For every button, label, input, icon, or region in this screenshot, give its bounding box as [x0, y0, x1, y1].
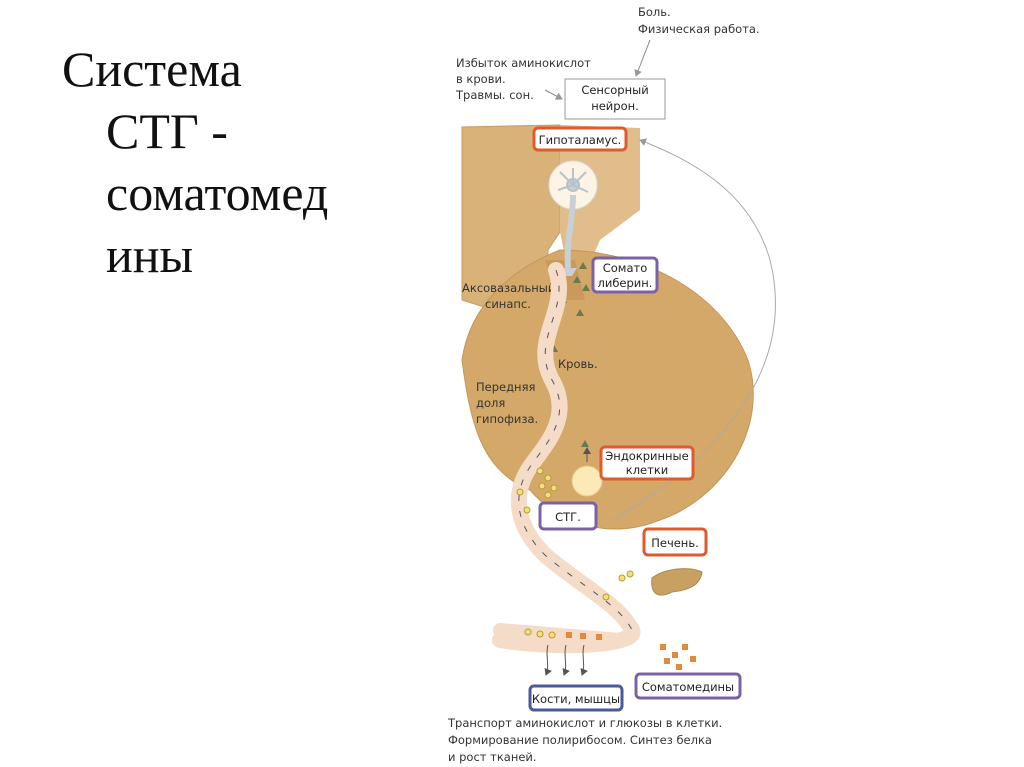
stg-dots — [516, 467, 634, 601]
title-line-4: ины — [106, 227, 194, 283]
liver-label: Печень. — [651, 536, 699, 550]
hypothalamus-label: Гипоталамус. — [539, 133, 622, 147]
neuron-cell-icon — [557, 168, 589, 193]
title-line-3: соматомед — [106, 165, 329, 221]
somatomedins-label: Соматомедины — [642, 680, 734, 694]
somatomedin-squares — [566, 632, 696, 670]
pituitary-line-3: гипофиза. — [476, 412, 538, 426]
top-label-line-1: Боль. — [638, 5, 671, 19]
stg-label: СТГ. — [555, 510, 581, 524]
top-to-sensory-arrow — [634, 39, 651, 77]
pituitary-line-1: Передняя — [476, 380, 535, 394]
slide-title: Система СТГ - соматомед ины — [62, 38, 392, 286]
endocrine-box — [599, 445, 695, 481]
pituitary-line-2: доля — [476, 396, 505, 410]
caption-line-3: и рост тканей. — [448, 750, 537, 764]
left-top-label-line-3: Травмы. сон. — [455, 88, 534, 102]
caption-line-1: Транспорт аминокислот и глюкозы в клетки… — [447, 716, 722, 730]
liver-gland — [651, 568, 703, 596]
axovasal-line-1: Аксовазальный — [462, 281, 555, 295]
left-to-sensory-arrow — [544, 89, 563, 100]
somatoliberin-box — [591, 256, 659, 294]
left-top-label-line-2: в крови. — [456, 72, 506, 86]
top-label-line-2: Физическая работа. — [638, 22, 760, 36]
lower-vessel-dots — [524, 628, 556, 639]
bones-muscles-label: Кости, мышцы — [532, 692, 620, 706]
tissue-uptake-arrows — [544, 644, 588, 676]
hypothalamus-box — [532, 126, 628, 152]
blood-vessel-flow — [518, 269, 633, 631]
left-top-label-line-1: Избыток аминокислот — [456, 56, 591, 70]
title-line-1: Система — [62, 41, 242, 97]
somatoliberin-line-2: либерин. — [598, 276, 653, 290]
stg-box — [538, 501, 598, 531]
endocrine-line-1: Эндокринные — [605, 449, 688, 463]
axovasal-line-2: синапс. — [485, 297, 531, 311]
caption-line-2: Формирование полирибосом. Синтез белка — [448, 733, 712, 747]
sensory-neuron-box — [564, 78, 666, 120]
endocrine-line-2: клетки — [626, 463, 669, 477]
somatoliberin-line-1: Сомато — [603, 261, 648, 275]
sensory-neuron-line-1: Сенсорный — [581, 83, 648, 97]
bones-muscles-box — [528, 684, 624, 712]
liver-box — [642, 527, 708, 557]
blood-label: Кровь. — [558, 357, 598, 371]
somatomedins-box — [634, 672, 742, 700]
endocrine-cell — [571, 465, 603, 497]
sensory-neuron-line-2: нейрон. — [591, 99, 639, 113]
axon — [564, 194, 576, 269]
title-line-2: СТГ - — [106, 103, 228, 159]
